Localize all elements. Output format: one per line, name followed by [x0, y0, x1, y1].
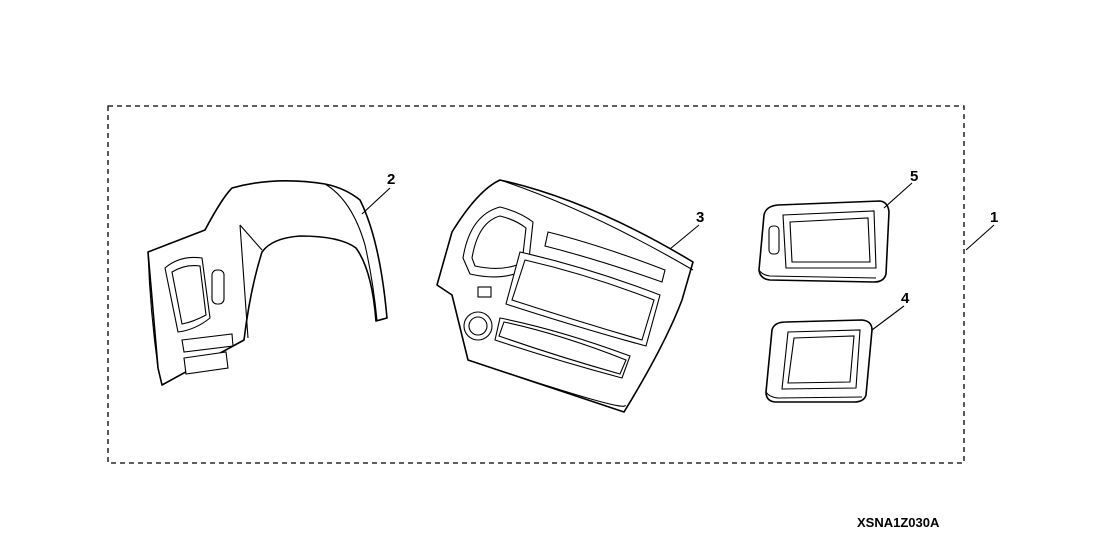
- small-trim-lower: [765, 319, 873, 403]
- leader-line-4: [871, 305, 905, 331]
- callout-4: 4: [901, 290, 910, 307]
- small-trim-upper: [758, 200, 890, 283]
- leader-line-5: [883, 182, 913, 209]
- callout-5: 5: [910, 168, 918, 185]
- leader-line-1: [965, 224, 995, 251]
- leader-line-3: [669, 224, 700, 250]
- callout-3: 3: [696, 209, 704, 226]
- callout-2: 2: [387, 171, 395, 188]
- leader-line-2: [361, 187, 391, 215]
- left-dash-panel: [147, 180, 388, 386]
- drawing-code: XSNA1Z030A: [857, 515, 940, 530]
- kit-boundary-box: [107, 105, 965, 464]
- callout-1: 1: [990, 209, 998, 226]
- center-dash-panel: [436, 179, 694, 413]
